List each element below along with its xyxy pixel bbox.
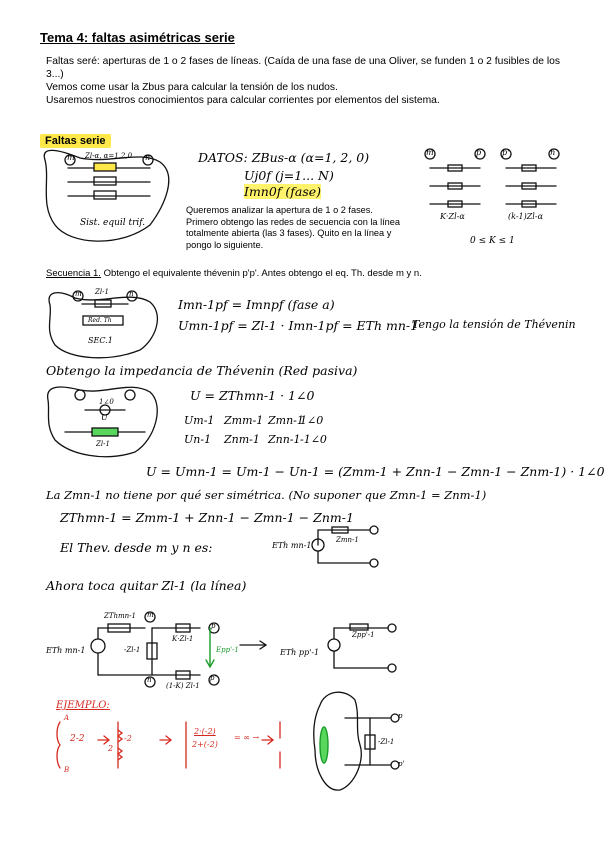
fig6-zth: ZThmn-1: [104, 612, 137, 620]
intro-text: Faltas seré: aperturas de 1 o 2 fases de…: [46, 55, 566, 107]
eq2-u-line: U = ZThmn-1 · 1∠0: [190, 388, 315, 403]
fig5-z: Zmn-1: [336, 536, 359, 544]
eq4: ZThmn-1 = Zmm-1 + Znn-1 − Zmn-1 − Znm-1: [60, 510, 354, 525]
fig8-blob: [313, 691, 362, 791]
ejemplo-s2: 2: [108, 744, 114, 753]
fig6-m: m: [147, 611, 154, 619]
fig3-blob: [48, 292, 159, 359]
ejemplo-frac-num: 2·(-2): [194, 727, 216, 736]
intro-p1: Faltas seré: aperturas de 1 o 2 fases de…: [46, 56, 561, 80]
fig8-z: -Zl-1: [378, 738, 395, 746]
eq2-mat-l2: Un-1: [184, 433, 212, 446]
fig4-u: U: [101, 413, 108, 422]
page-title: Tema 4: faltas asimétricas serie: [40, 30, 235, 45]
fig6-kz: K·Zl-1: [172, 635, 194, 643]
fig1-zlabel: Zl-α, α=1,2,0: [85, 152, 133, 160]
fig6-neg-z: -Zl-1: [124, 646, 141, 654]
eq2-vec2: -1∠0: [300, 433, 327, 446]
secuencia-1: Secuencia 1. Obtengo el equivalente thév…: [46, 268, 422, 279]
fig6-pp: p': [210, 674, 217, 682]
eq1-line1: Imn-1pf = Imnpf (fase a): [178, 297, 335, 312]
fig6-p: p: [211, 622, 216, 630]
ejemplo-s3: -2: [124, 734, 132, 743]
eq2-vec1: 1∠0: [300, 414, 324, 427]
fig6-k1z: (1-K) Zl-1: [166, 682, 200, 690]
thev-from: El Thev. desde m y n es:: [60, 540, 213, 555]
fig2-lbl-left: K·Zl-α: [440, 212, 465, 221]
eq2-mat-r12: Zmn-1: [268, 414, 304, 427]
datos-line3: Imn0f (fase): [244, 184, 322, 199]
ejemplo-result: = ∞ →: [234, 733, 260, 742]
fig3-z: Zl-1: [95, 288, 109, 296]
ejemplo-frac-den: 2+(-2): [192, 740, 218, 749]
eq1-line2: Umn-1pf = Zl-1 · Imn-1pf = ETh mn-1: [178, 318, 419, 333]
fig1-blob: [43, 149, 170, 242]
datos-line1: DATOS: ZBus-α (α=1, 2, 0): [198, 150, 370, 165]
fig8-p: p: [398, 712, 403, 720]
fig3-m: m: [75, 290, 82, 298]
ejemplo-s1: 2-2: [70, 734, 85, 744]
fig1-node-m: m: [67, 153, 75, 162]
thevenin-heading: Obtengo la impedancia de Thévenin (Red p…: [46, 363, 358, 378]
fig6-epp: Epp'-1: [216, 646, 239, 654]
fig6-e: ETh mn-1: [46, 646, 86, 655]
secuencia-text: Obtengo el equivalente thévenin p'p'. An…: [100, 268, 422, 279]
fig2-lbl-right: (k-1)Zl-α: [508, 212, 543, 221]
fig1-caption: Sist. equil trif.: [80, 218, 146, 228]
fig7-e: ETh pp'-1: [280, 648, 320, 657]
fig4-one: 1∠0: [99, 398, 114, 406]
eq2-mat-r21: Znm-1: [224, 433, 260, 446]
intro-p2: Vemos come usar la Zbus para calcular la…: [46, 82, 338, 93]
quitar-line: Ahora toca quitar Zl-1 (la línea): [46, 578, 247, 593]
eq2-mat-l1: Um-1: [184, 414, 215, 427]
fig2-range: 0 ≤ K ≤ 1: [470, 236, 515, 246]
fig4-zl: Zl-1: [96, 440, 110, 448]
ejemplo-a: A: [64, 714, 70, 722]
fig3-th: Red. Th: [88, 317, 112, 324]
secuencia-label: Secuencia 1.: [46, 268, 101, 279]
fig3-sec: SEC.1: [88, 336, 113, 345]
eq3: U = Umn-1 = Um-1 − Un-1 = (Zmm-1 + Znn-1…: [146, 464, 605, 479]
eq1-aside: Tengo la tensión de Thévenin: [412, 318, 576, 331]
fig7-z: Zpp'-1: [352, 631, 375, 639]
fig6-n: n: [147, 676, 152, 684]
fig2-p: p: [476, 148, 482, 157]
ejemplo-label: EJEMPLO:: [56, 700, 110, 711]
fig1-node-n: n: [145, 153, 151, 162]
analysis-note: Queremos analizar la apertura de 1 o 2 f…: [186, 205, 400, 250]
faltas-serie-badge: Faltas serie: [40, 134, 111, 148]
fig5-e: ETh mn-1: [272, 541, 312, 550]
note-symmetry: La Zmn-1 no tiene por qué ser simétrica.…: [46, 488, 487, 502]
eq2-mat-r22: Znn-1: [268, 433, 301, 446]
fig2-m: m: [426, 148, 434, 157]
ejemplo-b: B: [64, 766, 70, 774]
eq2-mat-r11: Zmm-1: [224, 414, 264, 427]
fig8-pp: p': [398, 760, 405, 768]
datos-line2: Uj0f (j=1... N): [244, 168, 334, 183]
fig3-n: n: [129, 290, 134, 298]
intro-p3: Usaremos nuestros conocimientos para cal…: [46, 95, 440, 106]
fig2-pp: p': [502, 148, 510, 157]
fig2-n: n: [550, 148, 556, 157]
